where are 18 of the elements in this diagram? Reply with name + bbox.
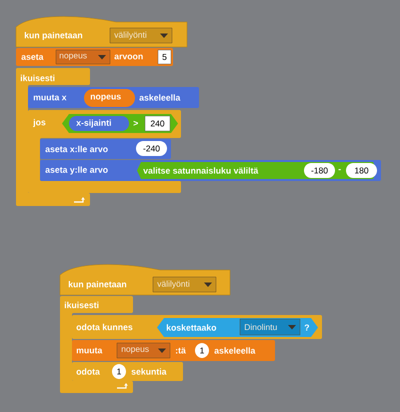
- dropdown-menu: välilyönti: [110, 28, 172, 44]
- number-field: 180: [346, 163, 377, 178]
- dropdown-menu: välilyönti: [152, 276, 216, 292]
- node-label: odota: [76, 368, 100, 375]
- node-label: jos: [33, 118, 46, 128]
- number-field: -240: [136, 141, 167, 156]
- number-field: 5: [158, 50, 172, 64]
- node-label: sekuntia: [132, 368, 167, 375]
- node-label: odota kunnes: [76, 324, 132, 330]
- reporter-block: nopeus: [84, 89, 135, 107]
- dropdown-menu: nopeus: [56, 50, 110, 64]
- dropdown-menu: nopeus: [116, 342, 170, 358]
- number-field: 1: [195, 343, 209, 358]
- dropdown-menu: Dinolintu: [240, 318, 300, 336]
- number-field: 240: [144, 116, 170, 132]
- reporter-block: x-sijainti: [69, 116, 129, 131]
- number-field: 1: [112, 364, 126, 379]
- number-field: -180: [304, 163, 335, 178]
